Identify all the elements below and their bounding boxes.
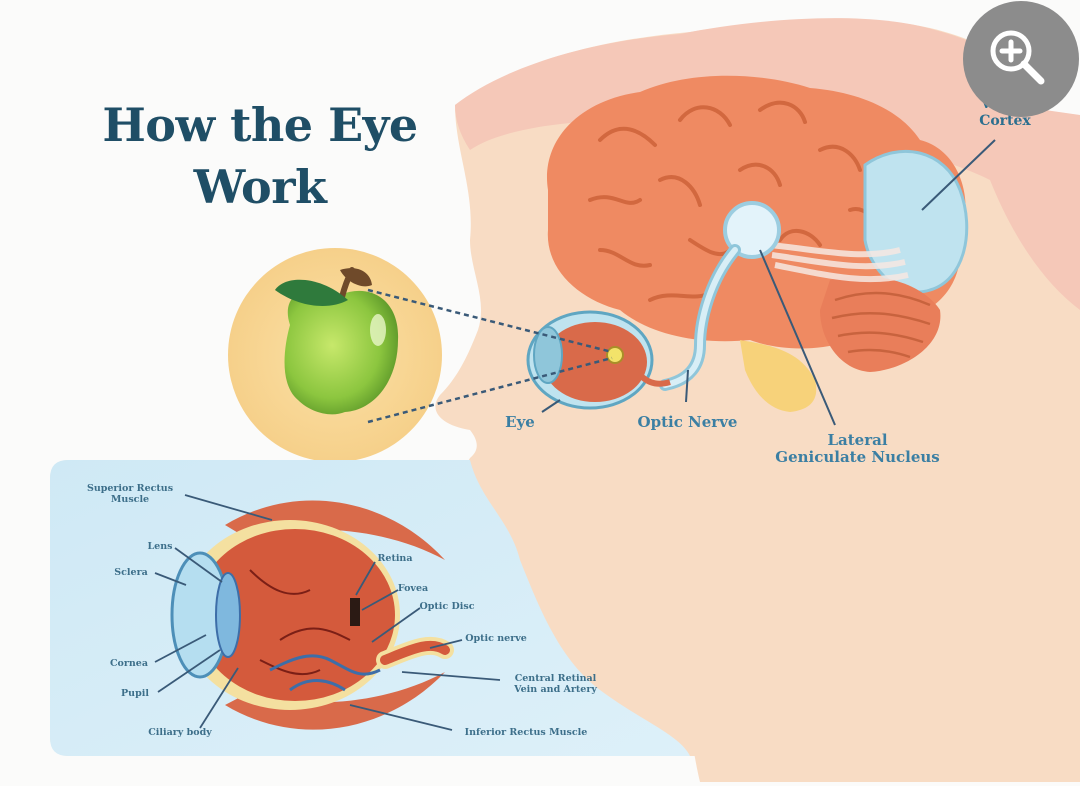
zoom-in-button[interactable] — [963, 1, 1079, 117]
label-optic-nerve-small: Optic nerve — [465, 633, 527, 644]
label-central-retinal: Central Retinal Vein and Artery — [498, 673, 613, 695]
apple-bubble — [228, 248, 442, 462]
label-superior-rectus: Superior Rectus Muscle — [75, 483, 185, 505]
label-lgn-line1: Lateral — [827, 431, 888, 449]
label-visual-cortex-line2: Cortex — [979, 113, 1031, 129]
label-retina: Retina — [377, 553, 413, 564]
label-lens: Lens — [147, 541, 173, 552]
label-central-retinal-line2: Vein and Artery — [514, 684, 597, 695]
label-inferior-rectus: Inferior Rectus Muscle — [464, 727, 588, 738]
eye-anatomy-panel — [50, 460, 1040, 756]
page-title-line1: How the Eye — [102, 98, 418, 152]
brain — [546, 75, 969, 412]
label-eye: Eye — [505, 413, 535, 431]
label-fovea: Fovea — [397, 583, 429, 594]
page-title-line2: Work — [193, 160, 327, 214]
label-sclera: Sclera — [114, 567, 148, 578]
label-lgn-line2: Geniculate Nucleus — [775, 448, 940, 466]
label-ciliary-body: Ciliary body — [148, 727, 212, 738]
sight-lines — [367, 288, 613, 424]
label-superior-rectus-line1: Superior Rectus — [86, 483, 174, 494]
label-optic-nerve: Optic Nerve — [637, 413, 738, 431]
zoom-in-icon — [990, 30, 1045, 85]
label-pupil: Pupil — [121, 688, 149, 699]
label-optic-disc: Optic Disc — [419, 601, 475, 612]
label-lgn: Lateral Geniculate Nucleus — [760, 432, 955, 466]
label-superior-rectus-line2: Muscle — [110, 494, 150, 505]
label-central-retinal-line1: Central Retinal — [514, 673, 597, 684]
leader-lines — [541, 139, 996, 426]
label-cornea: Cornea — [109, 658, 148, 669]
panel-leader-lines — [154, 494, 501, 731]
